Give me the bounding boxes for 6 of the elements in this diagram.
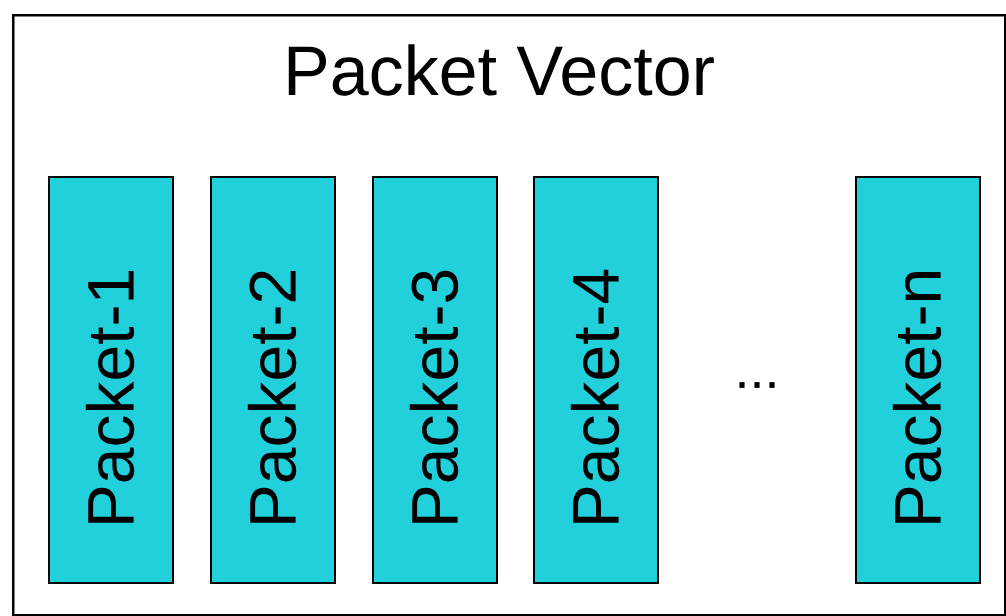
packet-box: Packet-1: [48, 176, 174, 584]
packet-box: Packet-3: [372, 176, 498, 584]
ellipsis-label: ...: [739, 382, 775, 388]
packet-box: Packet-4: [533, 176, 659, 584]
packet-box: Packet-n: [855, 176, 981, 584]
packet-box: Packet-2: [210, 176, 336, 584]
